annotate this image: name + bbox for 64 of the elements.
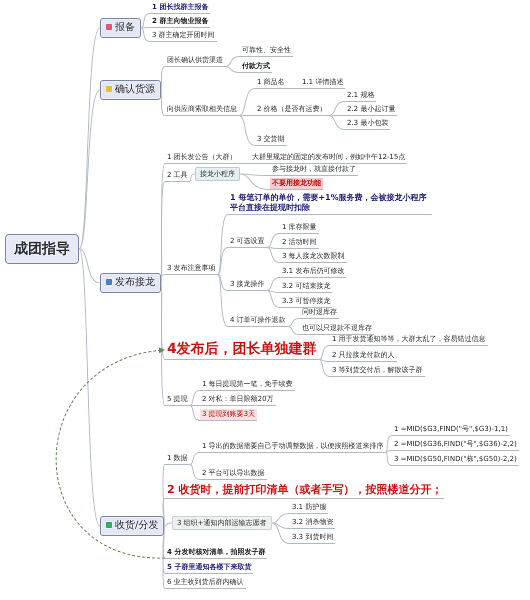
connector-line xyxy=(189,464,200,480)
connector-line xyxy=(238,115,256,146)
connector-line xyxy=(189,452,200,465)
connector-line xyxy=(238,115,256,116)
connector-line xyxy=(78,248,100,526)
connector-line xyxy=(266,247,280,249)
dashed-arrow xyxy=(56,348,166,558)
connector-line xyxy=(385,452,392,466)
connector-line xyxy=(328,115,346,130)
branch-label: 发布接龙 xyxy=(115,277,155,288)
connector-line xyxy=(160,90,166,116)
connector-line xyxy=(266,290,280,293)
connector-line xyxy=(271,513,290,524)
connector-line xyxy=(385,435,392,453)
connector-line xyxy=(238,88,256,116)
connector-line xyxy=(78,28,100,250)
connector-line xyxy=(160,282,166,406)
branch-box xyxy=(100,516,164,536)
connector-line xyxy=(318,359,330,377)
root-box: 成团指导 xyxy=(5,234,79,264)
connector-line xyxy=(140,28,150,42)
connector-line xyxy=(189,390,200,406)
connector-line xyxy=(286,88,300,89)
connector-line xyxy=(271,522,290,544)
connector-line xyxy=(160,66,166,90)
topic-item: 4发布后，团长单独建群 xyxy=(165,340,319,360)
connector-line xyxy=(266,233,280,248)
connector-line xyxy=(224,66,240,73)
connector-line xyxy=(160,274,166,284)
branch-label: 报备 xyxy=(115,22,135,33)
topic-item: 2 收货时，提前打印清单（或者手写），按照楼道分开； xyxy=(165,482,444,499)
connector-line xyxy=(217,247,228,275)
connector-line xyxy=(271,522,290,529)
connector-line xyxy=(266,247,280,263)
connector-line xyxy=(328,101,346,116)
connector-line xyxy=(287,318,300,327)
connector-line xyxy=(238,163,250,164)
connector-line xyxy=(385,450,392,453)
connector-line xyxy=(160,282,166,360)
connector-line xyxy=(140,27,150,28)
connector-line xyxy=(217,274,228,327)
connector-line xyxy=(266,290,280,308)
connector-line xyxy=(328,115,346,116)
connector-line xyxy=(318,359,330,362)
connector-line xyxy=(224,56,240,67)
connector-line xyxy=(266,277,280,291)
connector-line xyxy=(287,326,300,335)
connector-line xyxy=(189,174,196,182)
branch-label: 确认货源 xyxy=(115,84,155,95)
connector-line xyxy=(78,248,100,284)
connector-line xyxy=(217,274,228,291)
connector-line xyxy=(140,13,150,28)
branch-label: 收货/分发 xyxy=(115,520,158,531)
connector-line xyxy=(240,174,270,190)
connector-line xyxy=(189,405,200,406)
connector-line xyxy=(240,174,270,176)
connector-line xyxy=(217,214,228,275)
branch-box xyxy=(100,80,161,100)
connector-line xyxy=(318,345,330,360)
connector-line xyxy=(78,90,100,250)
branch-box xyxy=(100,273,161,293)
connector-line xyxy=(189,405,200,421)
topic-item: 1 每笔订单的单价，需要+1%服务费，会被接龙小程序平台直接在提现时扣除 xyxy=(228,193,432,215)
branch-box xyxy=(100,18,141,38)
